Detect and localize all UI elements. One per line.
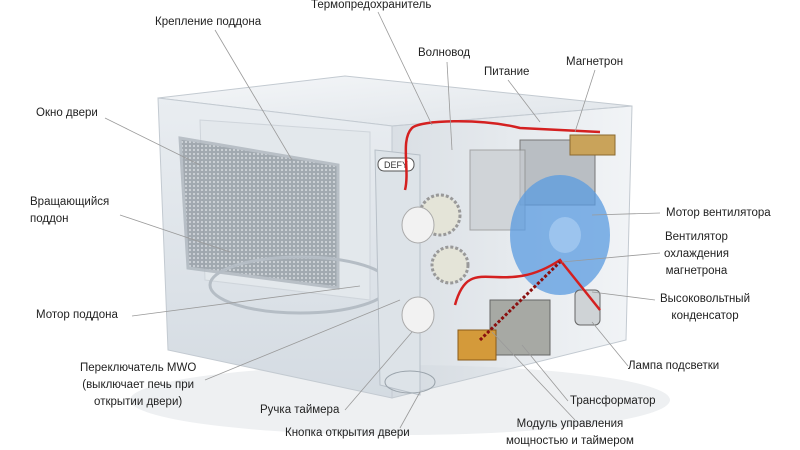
label-thermal-fuse: Термопредохранитель [311,0,432,11]
label-magnetron-fan: Вентилятор охлаждения магнетрона [664,229,729,280]
label-fan-motor: Мотор вентилятора [666,207,771,219]
label-control-module: Модуль управления мощностью и таймером [506,416,634,450]
hv-capacitor [574,289,601,326]
label-line: магнетрона [665,265,728,277]
label-door-window: Окно двери [36,107,98,119]
transformer-coil [457,329,497,361]
label-line: (выключает печь при [82,379,195,391]
label-line: поддон [30,213,69,225]
door-window [178,136,340,290]
label-transformer: Трансформатор [570,395,656,407]
power-board [569,134,616,156]
label-mwo-switch: Переключатель MWO (выключает печь при от… [80,360,196,411]
wire [478,260,562,342]
label-tray-mount: Крепление поддона [155,16,262,28]
timer-knob [401,296,435,334]
floor-shadow [130,365,670,435]
label-hv-capacitor: Высоковольтный конденсатор [660,291,750,325]
label-line: Модуль управления [516,418,624,430]
label-magnetron: Магнетрон [566,56,624,68]
wire [403,119,601,311]
label-timer-knob: Ручка таймера [260,404,340,416]
label-power: Питание [484,66,530,78]
transformer [489,299,551,356]
label-line: Вращающийся [30,196,110,208]
power-knob [401,206,435,244]
label-line: охлаждения [664,248,729,260]
label-line: открытии двери) [94,396,183,408]
label-turntable: Вращающийся поддон [30,194,109,228]
label-lamp: Лампа подсветки [628,360,720,372]
gear [430,245,470,285]
label-tray-motor: Мотор поддона [36,309,118,321]
label-door-button: Кнопка открытия двери [285,427,410,439]
fan-hub [549,217,581,253]
leader-lines [104,11,661,429]
label-line: Вентилятор [664,231,728,243]
label-line: мощностью и таймером [506,435,634,447]
label-waveguide: Волновод [418,47,471,59]
logo-text: DEFY [384,160,408,170]
label-line: Высоковольтный [660,293,751,305]
label-line: Переключатель MWO [80,362,197,374]
door-open-button [384,370,436,394]
label-line: конденсатор [671,310,739,322]
control-panel [374,149,421,396]
